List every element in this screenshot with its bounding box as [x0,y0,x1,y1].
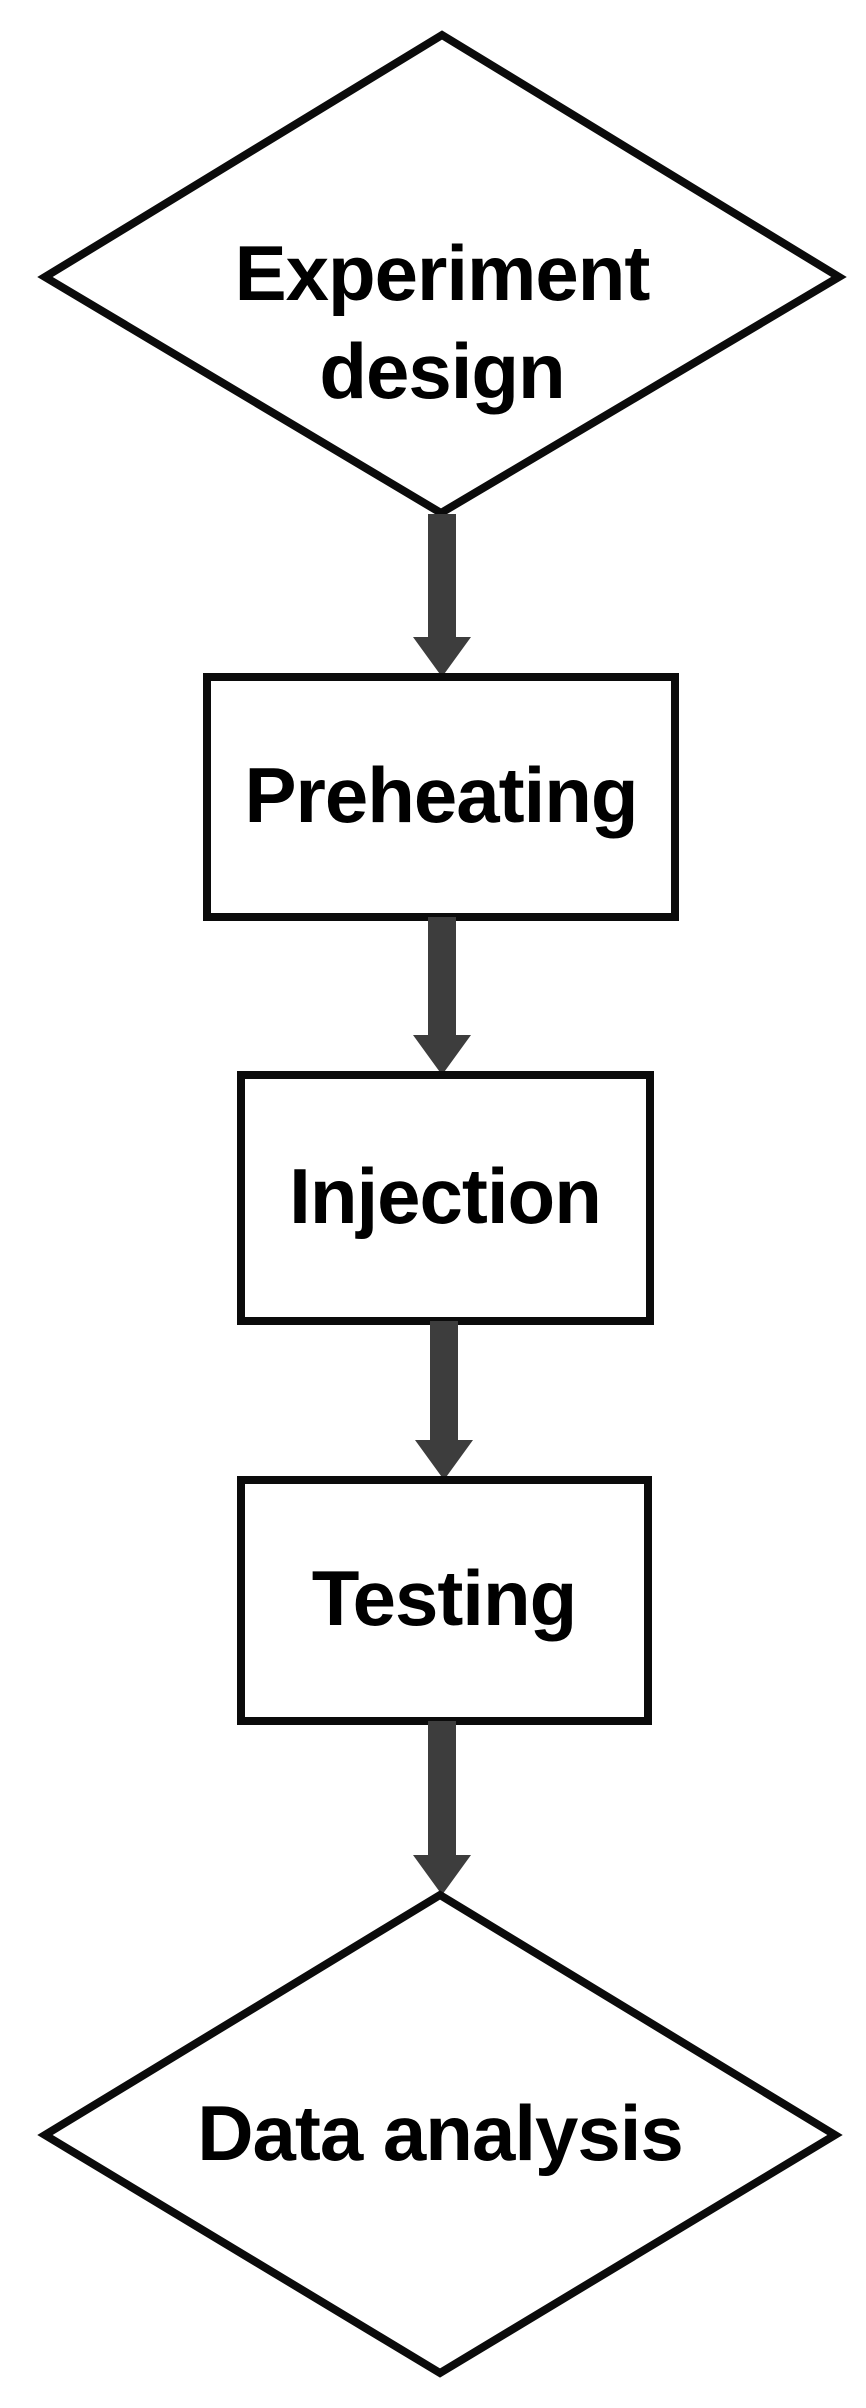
data-analysis-diamond [37,1890,843,2378]
injection-label: Injection [289,1152,601,1240]
preheating-label: Preheating [244,751,637,839]
arrow-preheating-to-injection [413,917,471,1075]
arrow-injection-to-testing [415,1321,473,1480]
injection-box [237,1071,654,1325]
testing-label: Testing [312,1554,577,1642]
testing-box [237,1476,652,1725]
preheating-box [203,673,679,921]
experiment-design-label-line2: design [319,327,564,415]
data-analysis-label: Data analysis [197,2089,683,2177]
arrow-experiment-design-to-preheating [413,514,471,677]
arrow-testing-to-data-analysis [413,1721,471,1895]
experiment-design-diamond [37,30,847,518]
experiment-design-label-line1: Experiment [235,229,651,317]
